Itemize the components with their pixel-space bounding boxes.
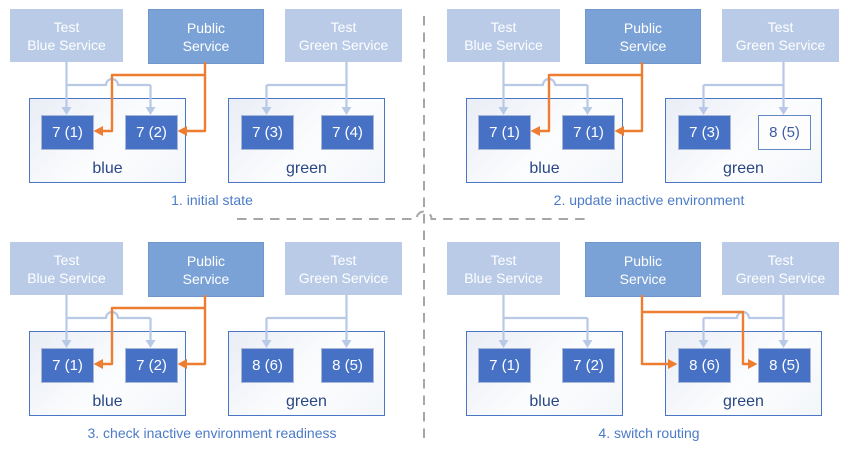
test-green-service-box: Test Green Service (285, 242, 402, 295)
environment-label: green (286, 393, 327, 410)
step-caption: 3. check inactive environment readiness (87, 425, 337, 441)
pod: 7 (2) (562, 348, 615, 383)
public-service-box: Public Service (148, 9, 264, 64)
test-blue-service-box: Test Blue Service (10, 242, 123, 295)
environment-box-green: 8 (6) 8 (5) green (665, 331, 822, 416)
environment-label: green (286, 160, 327, 177)
service-label-line: Test (490, 251, 517, 268)
pod: 7 (2) (125, 348, 178, 383)
environment-box-green: 8 (6) 8 (5) green (228, 331, 385, 416)
environment-label: blue (529, 160, 560, 177)
environment-label: blue (529, 393, 560, 410)
pod: 7 (1) (478, 348, 531, 383)
test-green-service-box: Test Green Service (722, 9, 839, 62)
environment-box-green: 7 (3) 7 (4) green (228, 98, 385, 183)
pod: 7 (1) (41, 348, 94, 383)
service-label-line: Public (186, 19, 226, 36)
service-label-line: Blue Service (27, 36, 106, 53)
step-panel-check-readiness: 7 (1) 7 (2) blue 8 (6) 8 (5) green Test … (0, 233, 424, 456)
service-label-line: Service (182, 37, 230, 54)
step-caption: 1. initial state (171, 192, 253, 208)
pod: 8 (5) (758, 115, 811, 150)
pod: 8 (6) (241, 348, 294, 383)
service-label-line: Test (767, 18, 794, 35)
service-label-line: Public (186, 252, 226, 269)
step-panel-initial-state: 7 (1) 7 (2) blue 7 (3) 7 (4) green Test … (0, 0, 424, 228)
environment-box-blue: 7 (1) 7 (2) blue (466, 331, 623, 416)
service-label-line: Test (330, 18, 357, 35)
service-label-line: Blue Service (464, 36, 543, 53)
pod: 8 (6) (678, 348, 731, 383)
service-label-line: Green Service (735, 36, 826, 53)
service-label-line: Green Service (298, 36, 389, 53)
service-label-line: Test (53, 251, 80, 268)
service-label-line: Test (53, 18, 80, 35)
service-label-line: Test (330, 251, 357, 268)
pod: 7 (4) (321, 115, 374, 150)
pod: 7 (1) (41, 115, 94, 150)
step-panel-update-inactive: 7 (1) 7 (1) blue 7 (3) 8 (5) green Test … (437, 0, 848, 228)
environment-label: blue (92, 393, 123, 410)
service-label-line: Green Service (298, 269, 389, 286)
pod: 7 (3) (241, 115, 294, 150)
environment-label: green (723, 393, 764, 410)
service-label-line: Green Service (735, 269, 826, 286)
service-label-line: Test (767, 251, 794, 268)
public-service-box: Public Service (585, 242, 701, 297)
environment-box-green: 7 (3) 8 (5) green (665, 98, 822, 183)
test-blue-service-box: Test Blue Service (447, 242, 560, 295)
environment-label: blue (92, 160, 123, 177)
service-label-line: Service (619, 37, 667, 54)
step-caption: 4. switch routing (598, 425, 700, 441)
pod: 8 (5) (758, 348, 811, 383)
test-green-service-box: Test Green Service (722, 242, 839, 295)
test-green-service-box: Test Green Service (285, 9, 402, 62)
pod: 7 (1) (562, 115, 615, 150)
test-blue-service-box: Test Blue Service (447, 9, 560, 62)
environment-label: green (723, 160, 764, 177)
step-panel-switch-routing: 7 (1) 7 (2) blue 8 (6) 8 (5) green Test … (437, 233, 848, 456)
service-label-line: Public (623, 19, 663, 36)
test-blue-service-box: Test Blue Service (10, 9, 123, 62)
pod: 8 (5) (321, 348, 374, 383)
service-label-line: Service (182, 270, 230, 287)
environment-box-blue: 7 (1) 7 (2) blue (29, 331, 186, 416)
public-service-box: Public Service (148, 242, 264, 297)
step-caption: 2. update inactive environment (553, 192, 745, 208)
service-label-line: Public (623, 252, 663, 269)
pod: 7 (1) (478, 115, 531, 150)
environment-box-blue: 7 (1) 7 (2) blue (29, 98, 186, 183)
service-label-line: Blue Service (464, 269, 543, 286)
pod: 7 (2) (125, 115, 178, 150)
service-label-line: Service (619, 270, 667, 287)
pod: 7 (3) (678, 115, 731, 150)
service-label-line: Test (490, 18, 517, 35)
public-service-box: Public Service (585, 9, 701, 64)
environment-box-blue: 7 (1) 7 (1) blue (466, 98, 623, 183)
service-label-line: Blue Service (27, 269, 106, 286)
